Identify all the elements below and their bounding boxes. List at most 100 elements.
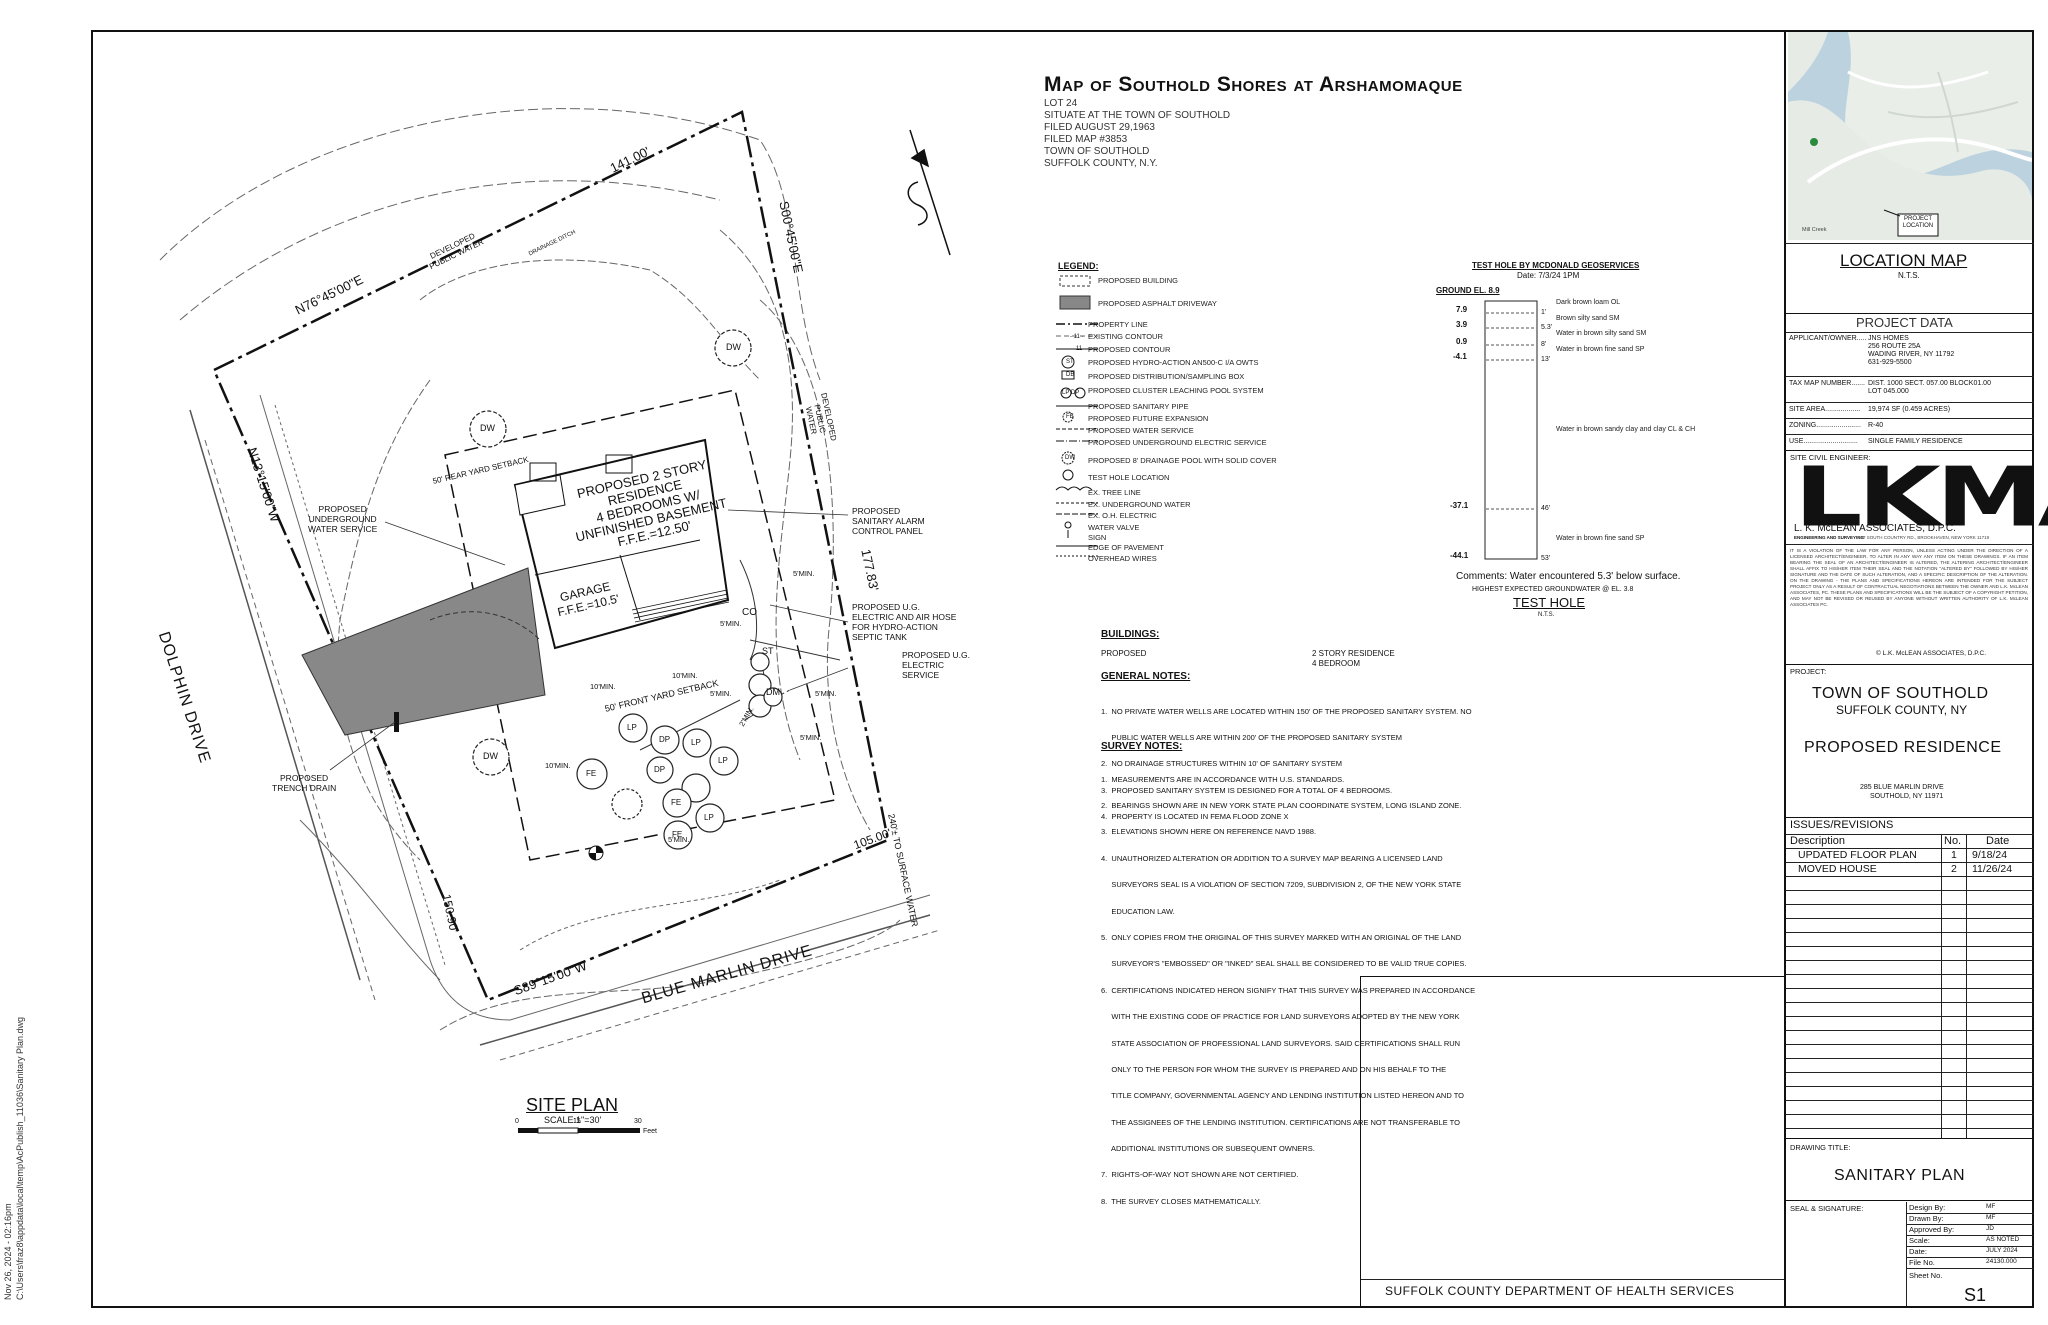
row-divider <box>1786 1086 2034 1087</box>
row-divider <box>1786 960 2034 961</box>
test-hole-comments: Comments: Water encountered 5.3' below s… <box>1456 571 1681 582</box>
legend-symbol: FE <box>1066 414 1074 420</box>
project-data-value: 19,974 SF (0.459 ACRES) <box>1868 406 1951 413</box>
row-divider <box>1786 848 2034 849</box>
project-data-value: SINGLE FAMILY RESIDENCE <box>1868 438 1963 445</box>
survey-note: 3. ELEVATIONS SHOWN HERE ON REFERENCE NA… <box>1101 827 1317 837</box>
project-data-row: TAX MAP NUMBER....... DIST. 1000 SECT. 0… <box>1786 376 2034 403</box>
min-label: 5'MIN. <box>815 689 837 698</box>
project-data-label: USE............................ <box>1789 438 1858 445</box>
revision-no: 2 <box>1951 863 1957 875</box>
divider <box>1786 1200 2034 1201</box>
sheet-label: Sheet No. <box>1909 1271 1943 1280</box>
divider <box>1786 664 2034 665</box>
row-divider <box>1786 862 2034 863</box>
survey-notes-list: 1. MEASUREMENTS ARE IN ACCORDANCE WITH U… <box>1101 758 1475 1215</box>
row-divider <box>1786 1128 2034 1129</box>
survey-note: 1. MEASUREMENTS ARE IN ACCORDANCE WITH U… <box>1101 774 1345 784</box>
project-town: TOWN OF SOUTHOLD <box>1812 685 1989 702</box>
row-divider <box>1786 1114 2034 1115</box>
seal-row-value: MF <box>1986 1214 1996 1221</box>
leaching-pool: LP <box>704 813 714 822</box>
row-divider <box>1786 1044 2034 1045</box>
row-divider <box>1786 1058 2034 1059</box>
survey-note: 8. THE SURVEY CLOSES MATHEMATICALLY. <box>1101 1196 1261 1206</box>
general-notes-list: 1. NO PRIVATE WATER WELLS ARE LOCATED WI… <box>1101 690 1472 831</box>
depth: 1' <box>1541 309 1547 316</box>
structure-st: ST <box>762 646 774 656</box>
survey-note: EDUCATION LAW. <box>1101 906 1175 916</box>
legend-item: PROPOSED HYDRO-ACTION AN500-C I/A OWTS <box>1088 358 1259 367</box>
project-name: PROPOSED RESIDENCE <box>1804 739 2002 756</box>
seal-row: Date: JULY 2024 <box>1906 1246 2034 1258</box>
legend-item: PROPOSED CLUSTER LEACHING POOL SYSTEM <box>1088 386 1264 395</box>
project-data-row: USE............................ SINGLE F… <box>1786 434 2034 450</box>
callout-ug-l1: PROPOSED U.G. <box>902 650 971 660</box>
survey-note: SURVEYOR'S "EMBOSSED" OR "INKED" SEAL SH… <box>1101 959 1467 969</box>
seal-row-label: Design By: <box>1909 1203 1946 1212</box>
divider <box>1786 450 2034 451</box>
general-note: PUBLIC WATER WELLS ARE WITHIN 200' OF TH… <box>1101 732 1402 742</box>
project-data-label: APPLICANT/OWNER..... <box>1789 335 1867 342</box>
row-divider <box>1786 1002 2034 1003</box>
row-divider <box>1786 946 2034 947</box>
seal-row-value: AS NOTED <box>1986 1236 2020 1243</box>
legend-heading: LEGEND: <box>1058 261 1099 271</box>
project-county: SUFFOLK COUNTY, NY <box>1836 703 1968 717</box>
callout-elec-l4: SEPTIC TANK <box>852 632 907 642</box>
engineer-address: 437 SOUTH COUNTRY RD., BROOKHAVEN, NEW Y… <box>1858 535 1990 540</box>
seal-row: Scale: AS NOTED <box>1906 1235 2034 1247</box>
future-expansion: FE <box>672 830 683 839</box>
callout-ug-l2: ELECTRIC <box>902 660 945 670</box>
survey-note: THE ASSIGNEES OF THE LENDING INSTITUTION… <box>1101 1117 1460 1127</box>
callout-water-l1: PROPOSED <box>318 504 367 514</box>
general-note: 2. NO DRAINAGE STRUCTURES WITHIN 10' OF … <box>1101 759 1343 769</box>
health-dept-divider <box>1361 1279 1785 1280</box>
location-map-image <box>1788 32 2032 240</box>
title-block: PROJECT LOCATION Mill Creek LOCATION MAP… <box>1784 30 2048 1308</box>
test-hole-column <box>1484 300 1538 560</box>
callout-ug-l3: SERVICE <box>902 670 940 680</box>
seal-row-value: JULY 2024 <box>1986 1247 2018 1254</box>
row-divider <box>1786 974 2034 975</box>
site-plan-scale: SCALE:1"=30' <box>544 1115 602 1125</box>
callout-alarm-panel: PROPOSED SANITARY ALARM CONTROL PANEL <box>852 506 925 536</box>
project-data-value: DIST. 1000 SECT. 057.00 BLOCK01.00 LOT 0… <box>1868 380 1991 395</box>
callout-water-l3: WATER SERVICE <box>308 524 378 534</box>
future-expansion: FE <box>671 798 682 807</box>
survey-note: 5. ONLY COPIES FROM THE ORIGINAL OF THIS… <box>1101 932 1462 942</box>
project-address-1: 285 BLUE MARLIN DRIVE <box>1860 784 1944 791</box>
project-data-label: SITE AREA.................. <box>1789 406 1861 413</box>
leaching-pool: LP <box>627 723 637 732</box>
row-divider <box>1786 834 2034 835</box>
mill-creek-label: Mill Creek <box>1802 227 1827 233</box>
row-divider <box>1786 1016 2034 1017</box>
min-label: 5'MIN. <box>710 689 732 698</box>
legend-item: EX. UNDERGROUND WATER <box>1088 500 1191 509</box>
site-plan-label: SITE PLAN <box>526 1095 619 1115</box>
divider <box>1786 544 2034 545</box>
row-divider <box>1786 988 2034 989</box>
min-label: 10'MIN. <box>672 671 698 680</box>
seal-row-value: JD <box>1986 1225 1994 1232</box>
revision-no: 1 <box>1951 849 1957 861</box>
seal-row: Design By: MF <box>1906 1202 2034 1214</box>
callout-elec-l2: ELECTRIC AND AIR HOSE <box>852 612 957 622</box>
map-subtitle-line: SUFFOLK COUNTY, N.Y. <box>1044 158 1158 169</box>
elevation: -37.1 <box>1450 501 1469 510</box>
legend-item: OVERHEAD WIRES <box>1088 554 1157 563</box>
legend-item: PROPOSED UNDERGROUND ELECTRIC SERVICE <box>1088 438 1267 447</box>
general-note: 3. PROPOSED SANITARY SYSTEM IS DESIGNED … <box>1101 785 1393 795</box>
scale-tick-30: 30 <box>634 1118 642 1125</box>
drywell: DW <box>726 342 741 352</box>
callout-trench-drain: PROPOSED TRENCH DRAIN <box>272 773 336 793</box>
legend-item: PROPOSED SANITARY PIPE <box>1088 402 1189 411</box>
legend-item: SIGN <box>1088 533 1107 542</box>
callout-electric-air: PROPOSED U.G. ELECTRIC AND AIR HOSE FOR … <box>852 602 956 642</box>
elevation: -44.1 <box>1450 551 1469 560</box>
legend-item: TEST HOLE LOCATION <box>1088 473 1170 482</box>
map-title: Map of Southold Shores at Arshamomaque <box>1044 73 1463 96</box>
soil-layer: Dark brown loam OL <box>1556 299 1621 306</box>
row-divider <box>1786 1100 2034 1101</box>
seal-divider <box>1906 1202 1907 1306</box>
